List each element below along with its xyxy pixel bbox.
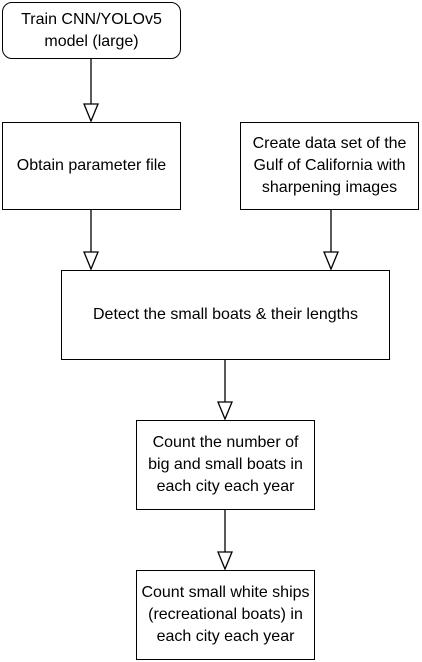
node-train-model-label: Train CNN/YOLOv5 model (large) <box>21 10 162 50</box>
node-train-model: Train CNN/YOLOv5 model (large) <box>2 2 181 59</box>
edge-data-to-detect <box>323 210 339 271</box>
edge-param-to-detect <box>83 210 99 271</box>
edge-detect-to-count <box>217 360 233 421</box>
node-obtain-parameter-file: Obtain parameter file <box>2 122 181 210</box>
node-count-white-ships: Count small white ships (recreational bo… <box>136 570 315 660</box>
node-count-boats-label: Count the number of big and small boats … <box>148 434 303 495</box>
node-detect-small-boats-label: Detect the small boats & their lengths <box>92 306 359 323</box>
node-count-white-ships-label: Count small white ships (recreational bo… <box>141 584 310 645</box>
edge-train-to-param <box>83 59 99 123</box>
node-detect-small-boats: Detect the small boats & their lengths <box>61 270 390 360</box>
node-obtain-parameter-file-label: Obtain parameter file <box>16 157 167 174</box>
node-create-data-set-label: Create data set of the Gulf of Californi… <box>252 135 407 196</box>
node-create-data-set: Create data set of the Gulf of Californi… <box>240 122 419 210</box>
node-count-boats: Count the number of big and small boats … <box>136 420 315 510</box>
edge-count-to-white <box>217 510 233 571</box>
